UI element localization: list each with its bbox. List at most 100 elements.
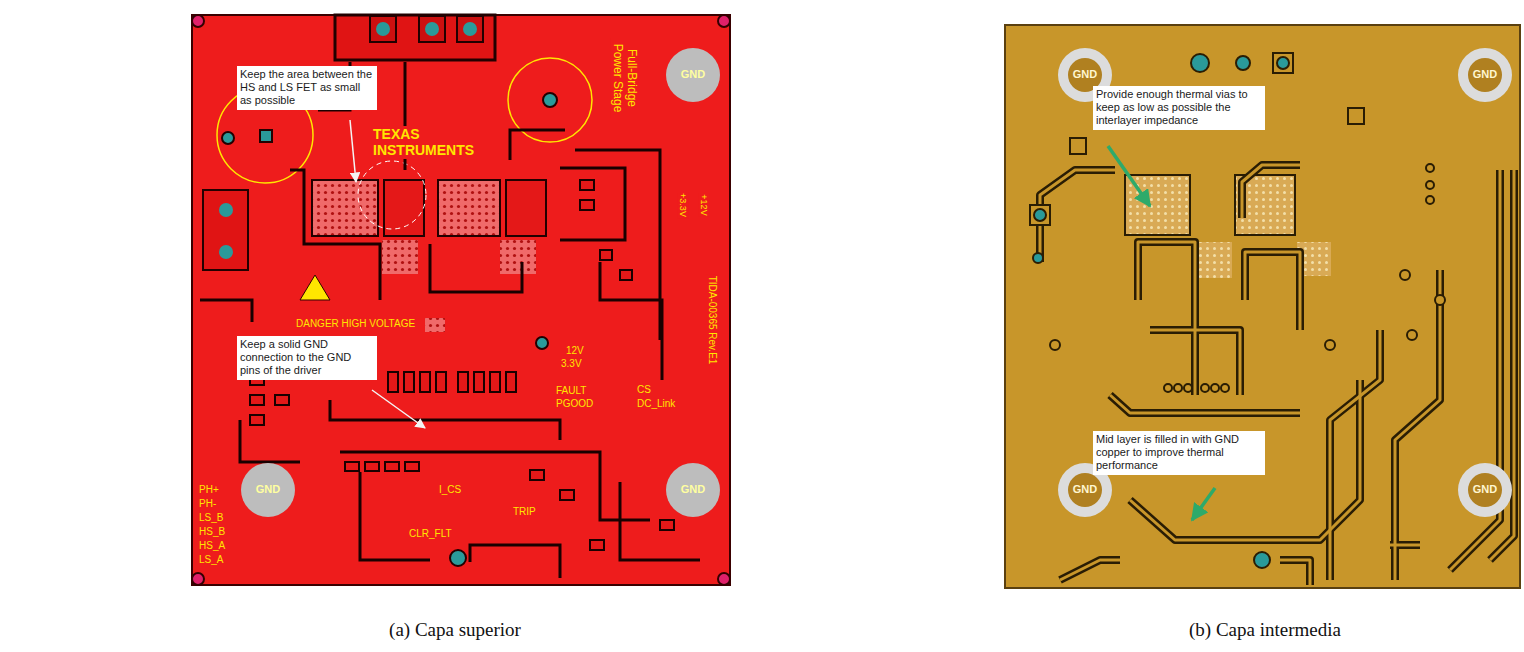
silkscreen-label: DC_Link	[636, 398, 676, 410]
silkscreen-label: PH-	[198, 498, 217, 510]
pcb-shape	[222, 132, 234, 144]
pcb-shape	[1245, 252, 1300, 330]
pcb-shape	[1191, 54, 1209, 72]
pcb-shape	[580, 200, 594, 210]
gnd-label: GND	[680, 483, 706, 496]
pcb-shape	[463, 22, 477, 36]
silkscreen-label: LS_A	[198, 554, 224, 566]
pcb-shape	[1040, 170, 1115, 262]
pcb-shape	[1426, 164, 1434, 172]
pcb-shape	[666, 463, 720, 517]
pcb-shape	[718, 573, 730, 585]
pcb-shape	[260, 130, 272, 142]
pcb-shape	[350, 120, 356, 182]
pcb-shape	[1245, 252, 1300, 330]
pcb-shape	[1164, 384, 1172, 392]
pcb-shape	[1280, 560, 1310, 585]
pcb-shape	[405, 462, 419, 471]
pcb-shape	[1050, 164, 1445, 392]
pcb-shape	[1254, 552, 1270, 568]
pcb-shape	[1040, 170, 1115, 262]
pcb-shape	[1201, 384, 1209, 392]
pcb-shape	[290, 170, 380, 300]
pcb-shape	[1468, 473, 1502, 507]
pcb-shape	[450, 550, 466, 566]
silkscreen-label: CS	[636, 384, 652, 396]
top-layer-board	[192, 15, 730, 585]
pcb-shape	[1242, 165, 1300, 218]
pcb-shape	[425, 22, 439, 36]
pcb-shape	[1395, 270, 1440, 580]
pcb-shape	[536, 337, 548, 349]
pcb-shape	[1070, 138, 1086, 154]
pcb-shape	[1236, 56, 1250, 70]
pcb-shape	[620, 270, 632, 280]
pcb-shape	[600, 262, 662, 380]
pcb-shape	[370, 16, 396, 42]
pcb-shape	[506, 180, 546, 236]
annotation-note: Keep a solid GND connection to the GND p…	[237, 336, 377, 380]
logo-text: INSTRUMENTS	[372, 142, 475, 159]
pcb-shape	[1040, 165, 1514, 585]
silkscreen-label: PGOOD	[555, 398, 594, 410]
pcb-shape	[1033, 253, 1043, 263]
silkscreen-label: 3.3V	[560, 358, 583, 370]
annotation-note: Mid layer is filled in with GND copper t…	[1093, 431, 1265, 475]
pcb-shape	[436, 372, 446, 392]
pcb-shape	[458, 372, 468, 392]
pcb-shape	[490, 372, 500, 392]
gnd-label: GND	[1072, 68, 1098, 81]
pcb-shape	[430, 244, 522, 292]
pcb-shape	[1138, 242, 1195, 395]
pcb-shape	[404, 372, 414, 392]
pcb-shape	[530, 470, 544, 480]
silkscreen-label: LS_B	[198, 512, 224, 524]
board-title: Full-Bridge Power Stage	[611, 38, 640, 118]
pcb-shape	[590, 540, 604, 550]
pcb-shape	[1390, 544, 1420, 547]
logo-text: TEXAS	[372, 126, 421, 143]
pcb-shape	[419, 16, 445, 42]
pcb-shape	[360, 472, 430, 560]
pcb-shape	[192, 15, 730, 585]
pcb-shape	[1030, 53, 1364, 568]
gnd-label: GND	[1472, 68, 1498, 81]
pcb-shape	[192, 573, 204, 585]
pcb-shape	[1005, 25, 1520, 588]
pcb-shape	[1174, 384, 1182, 392]
pcb-shape	[1242, 165, 1300, 218]
pcb-shape	[1184, 384, 1192, 392]
silkscreen-label: +12V	[699, 193, 710, 216]
pcb-shape	[1400, 270, 1410, 280]
pcb-shape	[250, 415, 264, 425]
subfigure-caption: (b) Capa intermedia	[1188, 619, 1342, 642]
pcb-shape	[1330, 330, 1380, 580]
pcb-shape	[200, 62, 700, 578]
pcb-shape	[666, 48, 720, 102]
pcb-shape	[385, 462, 399, 471]
pcb-shape	[345, 462, 359, 471]
pcb-shape	[1277, 57, 1289, 69]
pcb-shape	[560, 490, 574, 500]
silkscreen-label: I_CS	[438, 484, 462, 496]
pcb-shape	[438, 180, 500, 236]
pcb-shape	[1458, 48, 1512, 102]
pcb-shape	[1435, 295, 1445, 305]
pcb-shape	[1273, 53, 1293, 73]
pcb-shape	[275, 395, 289, 405]
pcb-shape	[1468, 58, 1502, 92]
pcb-shape	[382, 240, 418, 274]
silkscreen-label: 12V	[565, 345, 585, 357]
pcb-shape	[425, 318, 445, 332]
annotation-note: Provide enough thermal vias to keep as l…	[1093, 86, 1265, 130]
gnd-label: GND	[680, 68, 706, 81]
pcb-shape	[1395, 270, 1440, 580]
pcb-shape	[1192, 488, 1215, 520]
silkscreen-label: TRIP	[512, 506, 537, 518]
pcb-shape	[1211, 384, 1219, 392]
pcb-shape	[1407, 330, 1417, 340]
pcb-shape	[500, 240, 536, 274]
pcb-shape	[1068, 473, 1102, 507]
pcb-shape	[420, 372, 430, 392]
